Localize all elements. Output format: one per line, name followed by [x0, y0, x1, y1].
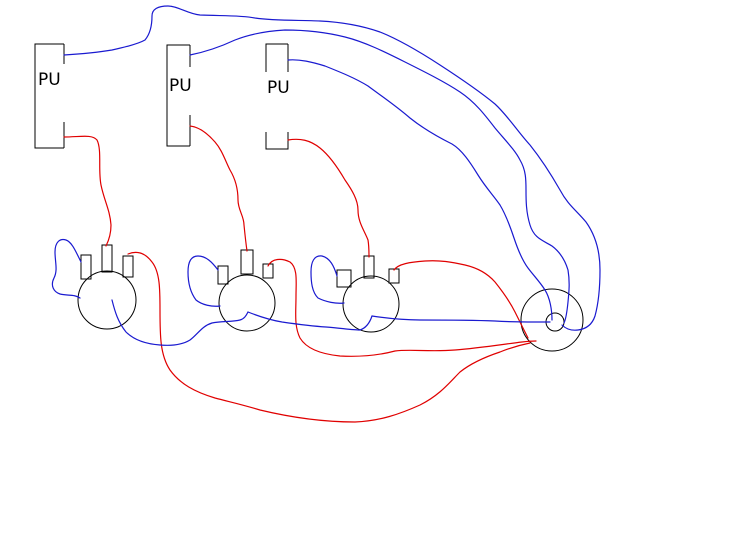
pickup-2 — [166, 44, 191, 147]
pickup-2-body — [166, 44, 190, 147]
ground-wire-pot2-to-pot3 — [247, 311, 373, 331]
ground-wire-pu3-to-jack — [287, 59, 553, 321]
pot-1-lug-right — [122, 255, 134, 278]
pot-3-body — [342, 275, 400, 333]
pickup-3-label: PU — [267, 78, 290, 98]
pickup-2-label: PU — [169, 76, 192, 96]
hot-wire-pot2-to-jack — [267, 258, 537, 357]
pot-2-body — [218, 274, 276, 332]
pickup-1-body — [34, 43, 64, 149]
ground-wire-pot3-loop — [310, 255, 345, 304]
pot-1-body — [77, 270, 137, 330]
ground-wire-pu1-to-jack — [63, 5, 601, 331]
pot-1 — [77, 244, 137, 330]
jack-outer-ring — [520, 288, 584, 352]
hot-wire-pot3-to-jack — [393, 260, 529, 339]
ground-wire-pot1-to-pot2 — [111, 299, 249, 346]
pickup-3-top-bracket — [265, 43, 288, 72]
pot-1-lug-left — [80, 254, 92, 280]
hot-wire-pot1-to-jack — [127, 251, 531, 423]
hot-wires — [63, 125, 537, 423]
ground-wires — [51, 5, 601, 346]
hot-wire-pu3-to-pot3 — [287, 138, 370, 258]
pot-3-lug-left — [336, 269, 352, 288]
ground-wire-pot3-to-jack — [371, 315, 551, 323]
ground-wire-pot2-loop — [187, 255, 221, 307]
pickup-1-label: PU — [38, 70, 61, 90]
pot-2-lug-left — [217, 265, 229, 285]
pot-2 — [217, 249, 276, 332]
hot-wire-pu1-to-pot1 — [63, 135, 112, 247]
pickup-1 — [34, 43, 65, 149]
hot-wire-pu2-to-pot2 — [189, 125, 248, 252]
ground-wire-pu2-to-jack — [189, 29, 570, 324]
ground-wire-pot1-loop — [51, 238, 82, 299]
pot-2-lug-right — [262, 263, 274, 279]
